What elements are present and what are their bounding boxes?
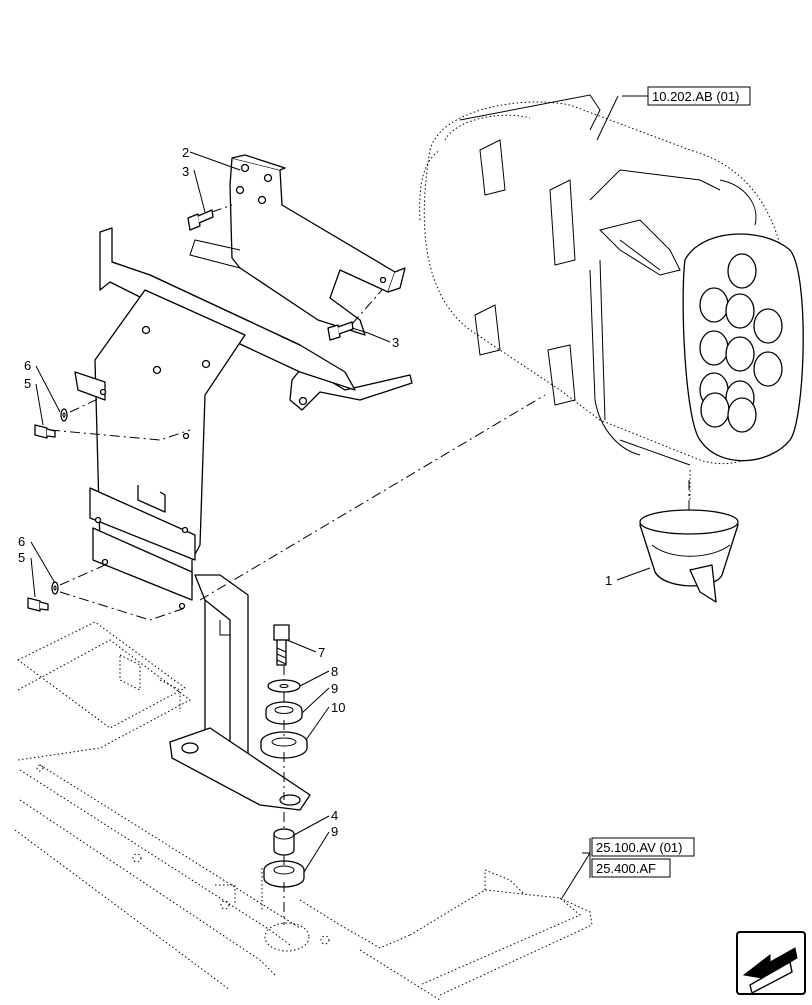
alignment-line-main bbox=[199, 394, 546, 601]
callout-7: 7 bbox=[318, 645, 325, 660]
callout-3-right: 3 bbox=[392, 335, 399, 350]
callout-10: 10 bbox=[331, 700, 345, 715]
callout-6-upper: 6 bbox=[24, 358, 31, 373]
callout-5-lower: 5 bbox=[18, 550, 25, 565]
reference-frame-1[interactable]: 25.100.AV (01) bbox=[591, 837, 695, 857]
svg-text:10.202.AB (01): 10.202.AB (01) bbox=[652, 89, 739, 104]
callout-9-lower: 9 bbox=[331, 824, 338, 839]
nav-arrow-icon[interactable] bbox=[736, 931, 806, 995]
bolt-3-left bbox=[187, 204, 233, 231]
callout-5-upper: 5 bbox=[24, 376, 31, 391]
callout-6-lower: 6 bbox=[18, 534, 25, 549]
reference-air-cleaner[interactable]: 10.202.AB (01) bbox=[647, 86, 751, 106]
reference-frame-2[interactable]: 25.400.AF bbox=[591, 858, 671, 878]
bolt-group-upper bbox=[34, 397, 191, 441]
callout-1: 1 bbox=[605, 573, 612, 588]
bolt-3-right bbox=[327, 289, 383, 341]
bolt-group-lower bbox=[27, 564, 186, 621]
svg-text:25.100.AV (01): 25.100.AV (01) bbox=[596, 840, 682, 855]
callout-8: 8 bbox=[331, 664, 338, 679]
main-bracket bbox=[74, 227, 356, 811]
callout-4: 4 bbox=[331, 808, 338, 823]
leader-lines bbox=[30, 95, 651, 899]
callout-9-upper: 9 bbox=[331, 681, 338, 696]
svg-text:25.400.AF: 25.400.AF bbox=[596, 861, 656, 876]
upper-bracket bbox=[189, 154, 413, 411]
dust-cup bbox=[639, 509, 739, 603]
air-cleaner-assembly bbox=[419, 94, 804, 500]
callout-3-left: 3 bbox=[182, 164, 189, 179]
chassis-frame bbox=[14, 621, 593, 1001]
mount-stack bbox=[260, 624, 308, 925]
callout-2: 2 bbox=[182, 145, 189, 160]
